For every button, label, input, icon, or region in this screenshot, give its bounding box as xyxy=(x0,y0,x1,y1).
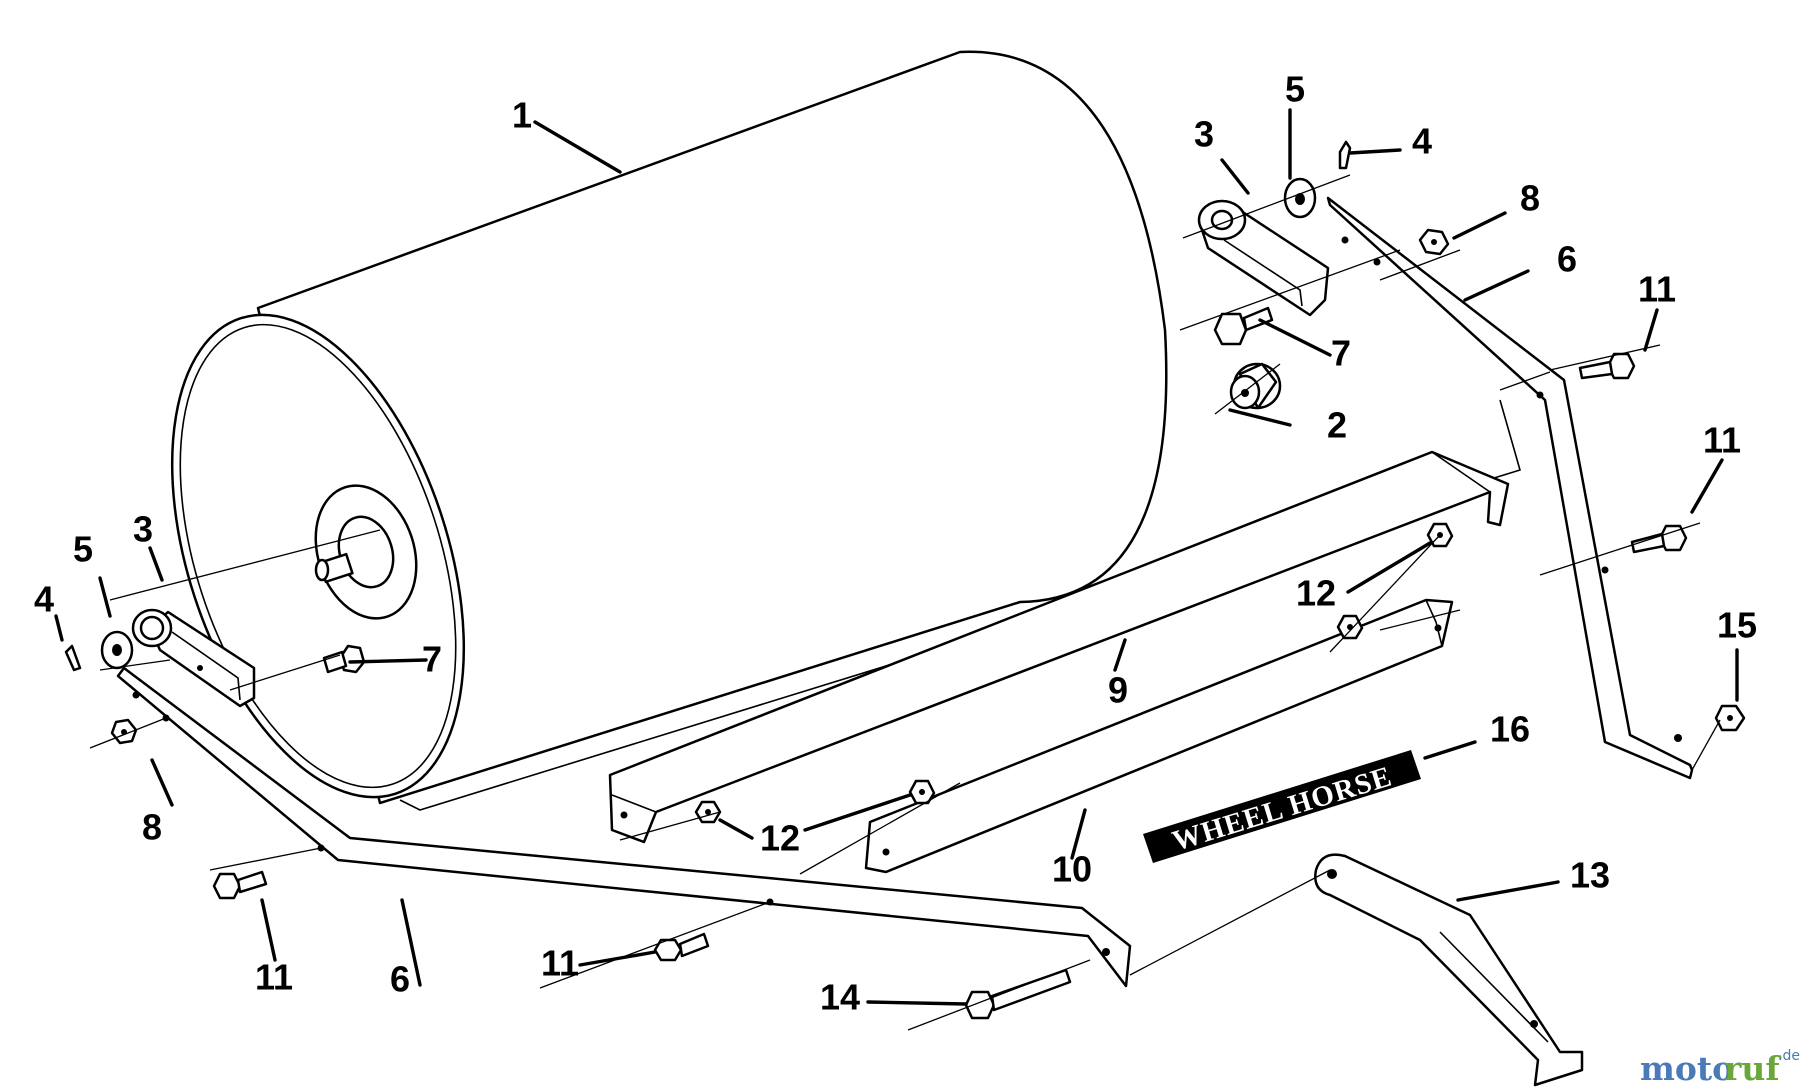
callout-5-left: 5 xyxy=(73,529,93,570)
callout-4-left: 4 xyxy=(34,579,54,620)
callout-11-b: 11 xyxy=(1703,420,1741,461)
nut-12-b xyxy=(1336,614,1364,640)
callout-9: 9 xyxy=(1108,670,1128,711)
callout-3-left: 3 xyxy=(133,509,153,550)
callout-labels: 1 2 3 3 4 4 5 5 6 6 7 7 8 8 9 10 11 11 1… xyxy=(34,69,1757,1018)
bolt-right-upper xyxy=(1213,306,1274,346)
cross-bar xyxy=(608,450,1510,844)
wheel-horse-decal: WHEEL HORSE xyxy=(1143,750,1421,863)
decal-text: WHEEL HORSE xyxy=(1169,760,1396,857)
callout-8-left: 8 xyxy=(142,807,162,848)
nut-15 xyxy=(1714,704,1746,732)
washer-left xyxy=(100,630,134,670)
callout-12-a: 12 xyxy=(1296,573,1336,614)
callout-15: 15 xyxy=(1717,605,1757,646)
bracket-left xyxy=(131,608,256,708)
callout-6-right: 6 xyxy=(1557,239,1577,280)
bracket-right xyxy=(1197,199,1330,317)
washer-right xyxy=(1283,177,1317,219)
callout-3-right: 3 xyxy=(1194,114,1214,155)
watermark-part2: ruf xyxy=(1724,1049,1781,1088)
callout-7-left: 7 xyxy=(422,639,442,680)
nut-12-d xyxy=(694,800,722,824)
brace-bar xyxy=(864,598,1454,874)
callout-1: 1 xyxy=(512,95,532,136)
leader-lines xyxy=(54,108,1739,1006)
callout-11-d: 11 xyxy=(541,943,579,984)
watermark-part1: moto xyxy=(1640,1049,1734,1088)
callout-10: 10 xyxy=(1052,849,1092,890)
callout-5-right: 5 xyxy=(1285,69,1305,110)
bolt-14 xyxy=(964,968,1072,1020)
nut-right xyxy=(1418,228,1450,256)
callout-13: 13 xyxy=(1570,855,1610,896)
side-arm-right xyxy=(1326,196,1694,780)
callout-2: 2 xyxy=(1327,405,1347,446)
cotter-pin-left xyxy=(64,644,82,672)
assembly-axes xyxy=(89,174,1721,1031)
callout-7-right: 7 xyxy=(1331,333,1351,374)
hitch-bar xyxy=(1314,853,1584,1087)
callout-11-a: 11 xyxy=(1638,269,1676,310)
callout-11-c: 11 xyxy=(255,957,293,998)
roller-drum xyxy=(170,50,1168,805)
cotter-pin-right xyxy=(1338,140,1352,170)
watermark-suffix: .de xyxy=(1778,1048,1800,1064)
watermark-logo: moto ruf .de xyxy=(1640,1048,1800,1088)
bolt-11-a xyxy=(1578,352,1636,380)
spacer xyxy=(1229,362,1282,410)
callout-8-right: 8 xyxy=(1520,178,1540,219)
bolt-left xyxy=(322,644,366,674)
callout-12-b: 12 xyxy=(760,818,800,859)
callout-14: 14 xyxy=(820,977,860,1018)
side-arm-left xyxy=(116,666,1132,988)
nut-12-c xyxy=(908,779,936,805)
bolt-11-b xyxy=(1630,524,1688,554)
bolt-11-c xyxy=(212,870,268,900)
bolt-11-d xyxy=(653,932,710,962)
callout-16: 16 xyxy=(1490,709,1530,750)
callout-6-left: 6 xyxy=(390,959,410,1000)
callout-4-right: 4 xyxy=(1412,121,1432,162)
